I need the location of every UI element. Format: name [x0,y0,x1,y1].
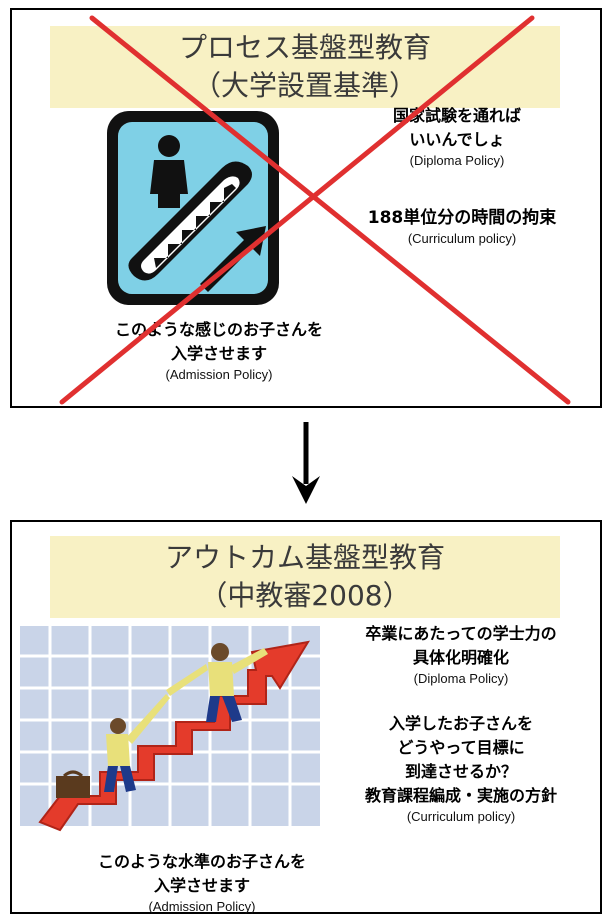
process-based-panel: プロセス基盤型教育 （大学設置基準） 国家試験を通れば いいんでしょ (Dipl… [10,8,602,408]
bottom-diploma-line1: 卒業にあたっての学士力の [365,624,557,643]
bottom-title-box: アウトカム基盤型教育 （中教審2008） [50,536,560,618]
top-curriculum-line1: 188単位分の時間の拘束 [367,208,557,228]
bottom-diploma-policy: (Diploma Policy) [413,671,509,686]
top-diploma-policy: (Diploma Policy) [409,153,505,168]
outcome-based-panel: アウトカム基盤型教育 （中教審2008） [10,520,602,914]
bottom-curriculum-line2: どうやって目標に [397,738,525,757]
bottom-curriculum-line1: 入学したお子さんを [388,714,533,733]
top-diploma-line2: いいんでしょ [409,130,505,149]
bottom-diploma-line2: 具体化明確化 [412,648,509,667]
top-title: プロセス基盤型教育 [178,31,431,64]
down-arrow-icon [292,422,320,504]
top-subtitle: （大学設置基準） [192,69,417,102]
bottom-admission-line1: このような水準のお子さんを [97,852,306,871]
escalator-icon [107,111,279,305]
bottom-curriculum-caption: 入学したお子さんを どうやって目標に 到達させるか？ 教育課程編成・実施の方針 … [324,712,598,826]
top-admission-caption: このような感じのお子さんを 入学させます (Admission Policy) [74,318,364,384]
top-curriculum-policy: (Curriculum policy) [407,231,517,246]
bottom-admission-line2: 入学させます [153,876,250,895]
top-admission-policy: (Admission Policy) [165,367,273,382]
bottom-curriculum-line4: 教育課程編成・実施の方針 [364,786,557,805]
bottom-curriculum-line3: 到達させるか？ [404,762,517,781]
bottom-title: アウトカム基盤型教育 [164,541,445,574]
top-diploma-line1: 国家試験を通れば [392,106,521,125]
top-diploma-caption: 国家試験を通れば いいんでしょ (Diploma Policy) [342,104,572,170]
top-admission-line2: 入学させます [170,344,267,363]
bottom-curriculum-policy: (Curriculum policy) [406,809,516,824]
bottom-admission-caption: このような水準のお子さんを 入学させます (Admission Policy) [52,850,352,916]
bottom-diploma-caption: 卒業にあたっての学士力の 具体化明確化 (Diploma Policy) [324,622,598,688]
bottom-admission-policy: (Admission Policy) [148,899,256,914]
top-admission-line1: このような感じのお子さんを [114,320,323,339]
top-title-box: プロセス基盤型教育 （大学設置基準） [50,26,560,108]
staircase-illustration [20,626,320,832]
bottom-subtitle: （中教審2008） [199,579,411,612]
top-curriculum-caption: 188単位分の時間の拘束 (Curriculum policy) [342,206,582,248]
